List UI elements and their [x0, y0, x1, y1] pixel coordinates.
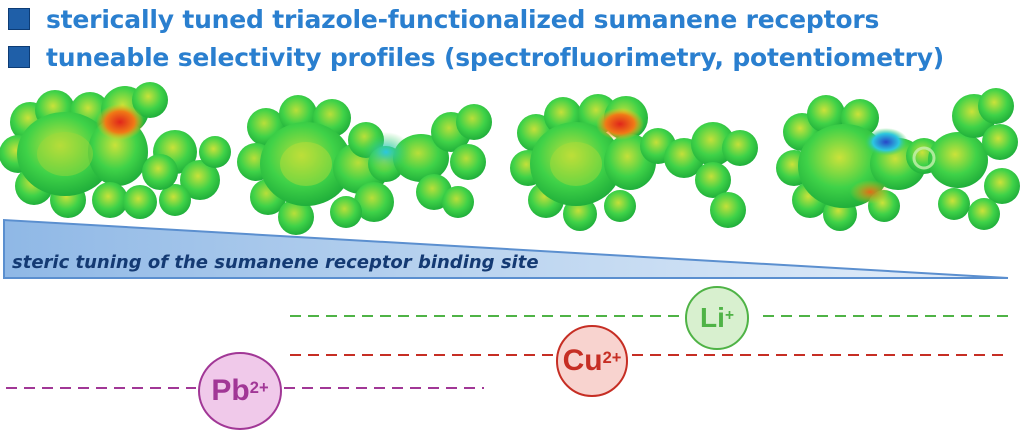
bullet-text: tuneable selectivity profiles (spectrofl… [46, 42, 945, 72]
molecule-surface-4 [776, 88, 1020, 231]
ion-symbol: Li [700, 302, 725, 333]
ion-charge: + [724, 306, 734, 324]
ion-charge: 2+ [249, 379, 269, 398]
bullet-square-icon [8, 46, 30, 68]
ion-symbol: Pb [211, 374, 250, 407]
molecule-surface-2 [237, 95, 492, 235]
bullet-item-selectivity: tuneable selectivity profiles (spectrofl… [8, 40, 944, 74]
ion-charge: 2+ [602, 349, 622, 368]
molecule-surface-1 [0, 82, 231, 219]
wedge-label: steric tuning of the sumanene receptor b… [12, 252, 539, 273]
ion-symbol: Cu [562, 344, 603, 377]
steric-tuning-wedge [3, 218, 1009, 279]
molecule-surface-3 [510, 94, 758, 231]
li-ion-badge: Li+ [685, 286, 749, 350]
bullet-square-icon [8, 8, 30, 30]
bullet-item-receptors: sterically tuned triazole-functionalized… [8, 2, 879, 36]
bullet-text: sterically tuned triazole-functionalized… [46, 4, 880, 34]
